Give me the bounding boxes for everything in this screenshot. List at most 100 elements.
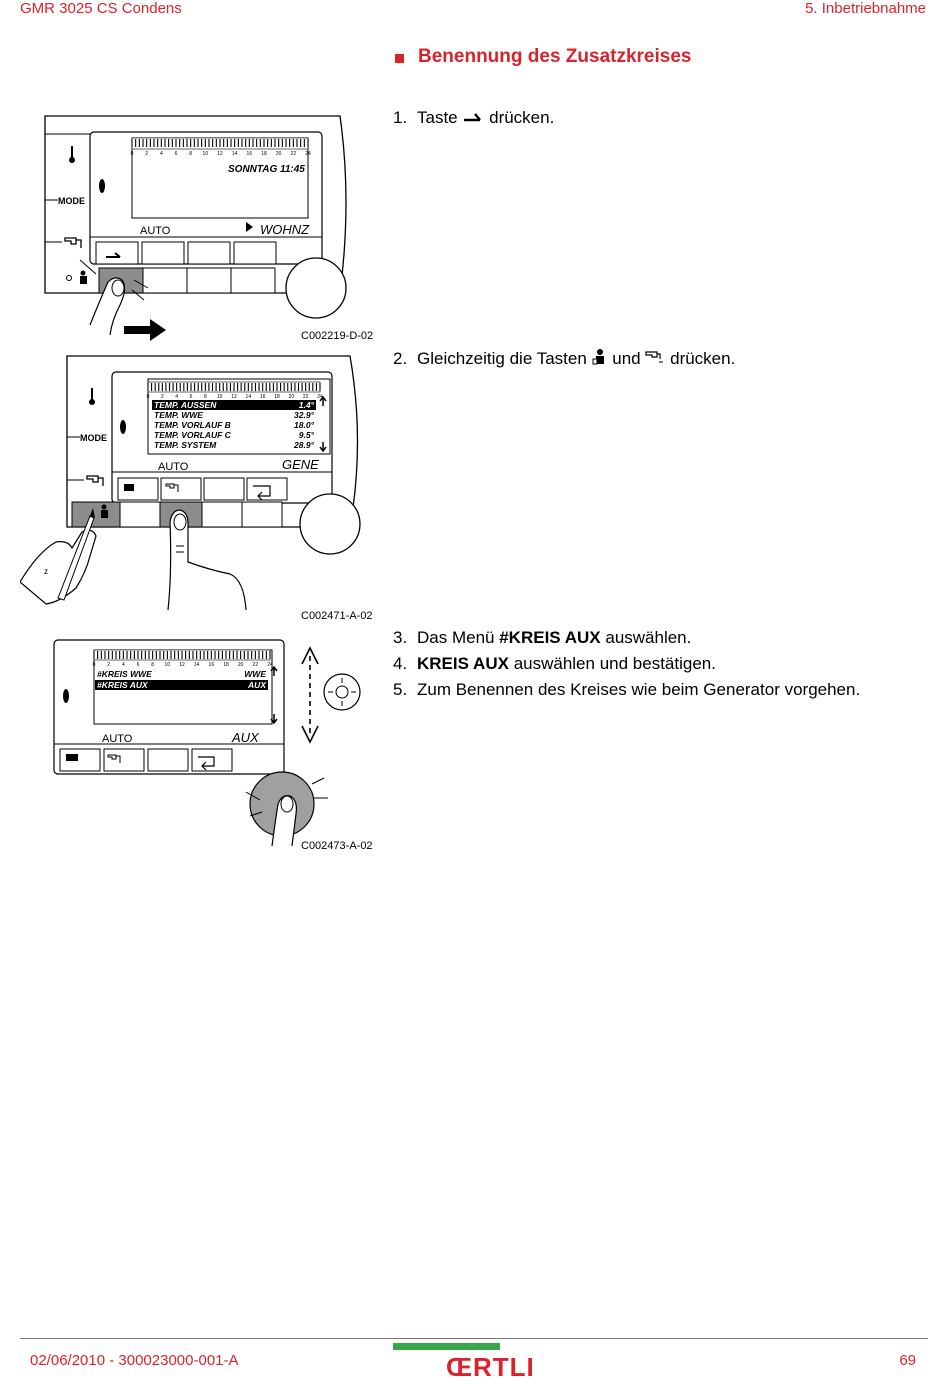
scale-tick-label: 4 <box>160 151 163 157</box>
scale-tick-label: 6 <box>190 394 193 400</box>
arrow-right-icon <box>106 252 121 258</box>
scale-tick-label: 0 <box>147 394 150 400</box>
softkey-3[interactable] <box>203 477 245 501</box>
scale-tick-label: 12 <box>231 394 237 400</box>
scale-tick-label: 16 <box>247 151 253 157</box>
scale-tick-label: 2 <box>107 662 110 668</box>
chimney-sweep-icon <box>80 270 87 284</box>
scroll-up-icon <box>319 395 327 406</box>
time-display: SONNTAG 11:45 <box>228 164 305 175</box>
footer-accent-bar <box>393 1343 500 1350</box>
play-icon <box>246 222 253 232</box>
bar-icon <box>124 484 134 491</box>
rotary-knob[interactable] <box>299 493 361 555</box>
scale-tick-label: 18 <box>223 662 229 668</box>
scale-tick-label: 12 <box>179 662 185 668</box>
hardware-button-2[interactable] <box>119 501 161 528</box>
list-row-label: TEMP. VORLAUF B <box>154 420 231 430</box>
back-icon <box>253 485 271 501</box>
flame-icon <box>99 179 105 193</box>
softkey-2[interactable] <box>141 241 185 265</box>
menu-item-value: WWE <box>244 669 266 679</box>
hardware-button-4[interactable] <box>201 501 243 528</box>
scale-tick-label: 2 <box>161 394 164 400</box>
figure-2-caption: C002471-A-02 <box>301 610 373 622</box>
tap-water-icon <box>86 475 104 486</box>
document-title: GMR 3025 CS Condens <box>20 0 182 17</box>
chimney-sweep-icon <box>592 349 604 365</box>
scale-tick-label: 24 <box>267 662 273 668</box>
menu-item-kreis-aux[interactable]: #KREIS AUX <box>97 680 149 690</box>
direction-arrow-icon <box>124 319 166 341</box>
scroll-direction-icon <box>301 646 319 744</box>
brand-logo: ŒRTLI <box>446 1352 535 1382</box>
softkey-1[interactable] <box>117 477 159 501</box>
flame-icon <box>120 420 126 434</box>
time-scale-bar <box>147 381 321 393</box>
softkey-back[interactable] <box>191 748 233 772</box>
hardware-button-3[interactable] <box>186 267 232 294</box>
flame-icon <box>63 689 69 703</box>
scale-tick-label: 14 <box>246 394 252 400</box>
rotary-knob-icon <box>323 673 361 711</box>
scale-tick-label: 20 <box>276 151 282 157</box>
auto-label: AUTO <box>140 225 171 237</box>
softkey-3[interactable] <box>187 241 231 265</box>
scale-tick-label: 18 <box>261 151 267 157</box>
figure-3-caption: C002473-A-02 <box>301 840 373 852</box>
tap-water-icon <box>64 237 82 248</box>
list-row-value: 28.9° <box>293 440 315 450</box>
softkey-2[interactable] <box>103 748 145 772</box>
mode-label: MODE <box>80 433 107 443</box>
softkey-4[interactable] <box>233 241 277 265</box>
step-3: 3.Das Menü #KREIS AUX auswählen. <box>393 628 692 647</box>
scale-tick-label: 22 <box>303 394 309 400</box>
arrow-right-icon <box>464 113 482 122</box>
section-title: Benennung des Zusatzkreises <box>418 46 692 67</box>
softkey-3[interactable] <box>147 748 189 772</box>
scale-tick-label: 0 <box>131 151 134 157</box>
tap-water-icon <box>645 351 663 363</box>
menu-item-value: AUX <box>247 680 267 690</box>
finger-press-icon <box>79 259 149 336</box>
hardware-button-4[interactable] <box>230 267 276 294</box>
menu-item-kreis-wwe[interactable]: #KREIS WWE <box>97 669 152 679</box>
tap-water-icon <box>165 483 179 492</box>
softkey-arrow[interactable] <box>95 241 139 265</box>
scale-tick-label: 8 <box>189 151 192 157</box>
softkey-2[interactable] <box>160 477 202 501</box>
mode-label: MODE <box>58 196 85 206</box>
scroll-down-icon <box>270 714 278 725</box>
chimney-sweep-icon <box>101 504 108 518</box>
scale-tick-label: 16 <box>260 394 266 400</box>
hardware-button-5[interactable] <box>241 501 283 528</box>
softkey-row <box>95 241 277 265</box>
hardware-button-sweep[interactable] <box>71 501 121 528</box>
time-scale-bar <box>131 137 309 150</box>
scale-tick-label: 12 <box>217 151 223 157</box>
hardware-button-2[interactable] <box>142 267 188 294</box>
scale-tick-label: 4 <box>175 394 178 400</box>
scale-tick-label: 0 <box>93 662 96 668</box>
scale-tick-label: 8 <box>151 662 154 668</box>
rotary-knob[interactable] <box>285 257 347 319</box>
list-row-value: 32.9° <box>294 410 315 420</box>
step-2: 2.Gleichzeitig die Tasten und drücken. <box>393 349 736 368</box>
scale-tick-label: 14 <box>194 662 200 668</box>
scale-tick-label: 4 <box>122 662 125 668</box>
scale-tick-label: 10 <box>165 662 171 668</box>
list-row-value: 9.5° <box>299 430 315 440</box>
scale-tick-label: 10 <box>217 394 223 400</box>
menu-selection-highlight <box>95 680 268 690</box>
scale-tick-label: 20 <box>238 662 244 668</box>
list-row-label: TEMP. VORLAUF C <box>154 430 232 440</box>
scale-tick-label: 2 <box>145 151 148 157</box>
zone-label: AUX <box>231 730 260 745</box>
scroll-down-icon <box>319 442 327 453</box>
svg-text:z: z <box>44 567 48 576</box>
bar-icon <box>66 754 78 761</box>
softkey-back[interactable] <box>246 477 288 501</box>
scale-tick-label: 14 <box>232 151 238 157</box>
